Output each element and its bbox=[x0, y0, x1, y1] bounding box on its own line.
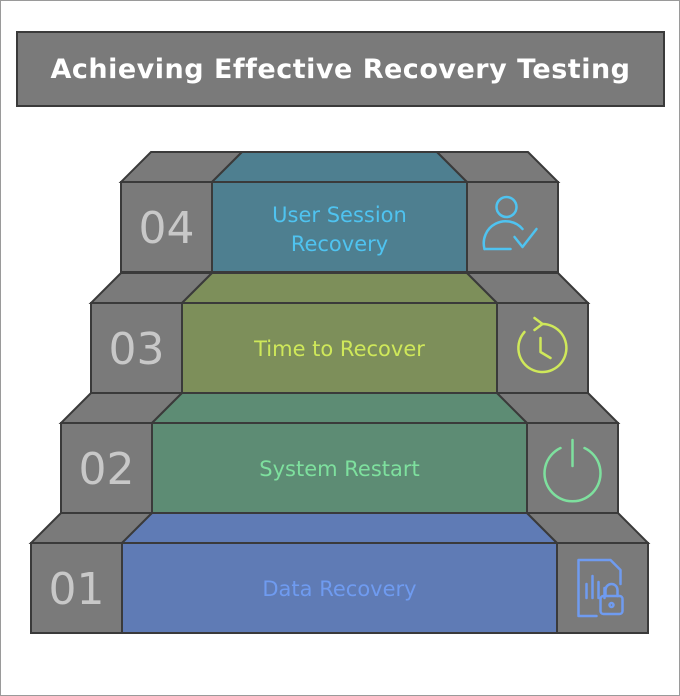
file-chart-lock-icon bbox=[577, 558, 624, 618]
step-label: Data Recovery bbox=[262, 577, 416, 601]
step-label-line1: User Session bbox=[272, 203, 407, 227]
user-check-icon bbox=[482, 195, 538, 251]
power-icon bbox=[543, 438, 602, 503]
step-label-line2: Recovery bbox=[291, 232, 388, 256]
title-banner: Achieving Effective Recovery Testing bbox=[16, 31, 665, 107]
step-label: Time to Recover bbox=[253, 337, 425, 361]
step-03: 03 Time to Recover bbox=[88, 272, 591, 394]
riser-right bbox=[526, 422, 619, 514]
riser-center bbox=[211, 181, 468, 273]
step-label: System Restart bbox=[259, 457, 419, 481]
step-01: 01 Data Recovery bbox=[28, 512, 651, 634]
riser-right bbox=[496, 302, 589, 394]
tread-center bbox=[119, 512, 560, 544]
step-number: 04 bbox=[139, 203, 195, 254]
step-number: 01 bbox=[49, 564, 105, 615]
step-02: 02 System Restart bbox=[58, 392, 621, 514]
clock-restore-icon bbox=[517, 316, 568, 374]
riser-left bbox=[120, 181, 213, 273]
step-number: 03 bbox=[109, 324, 165, 375]
tread-center bbox=[179, 272, 500, 304]
page-title: Achieving Effective Recovery Testing bbox=[50, 53, 631, 85]
riser-left bbox=[30, 542, 123, 634]
riser-left bbox=[90, 302, 183, 394]
riser-right bbox=[466, 181, 559, 273]
riser-center bbox=[121, 542, 558, 634]
tread-center bbox=[149, 392, 530, 424]
tread-center bbox=[209, 151, 470, 183]
riser-center bbox=[151, 422, 528, 514]
riser-right bbox=[556, 542, 649, 634]
step-number: 02 bbox=[79, 444, 135, 495]
